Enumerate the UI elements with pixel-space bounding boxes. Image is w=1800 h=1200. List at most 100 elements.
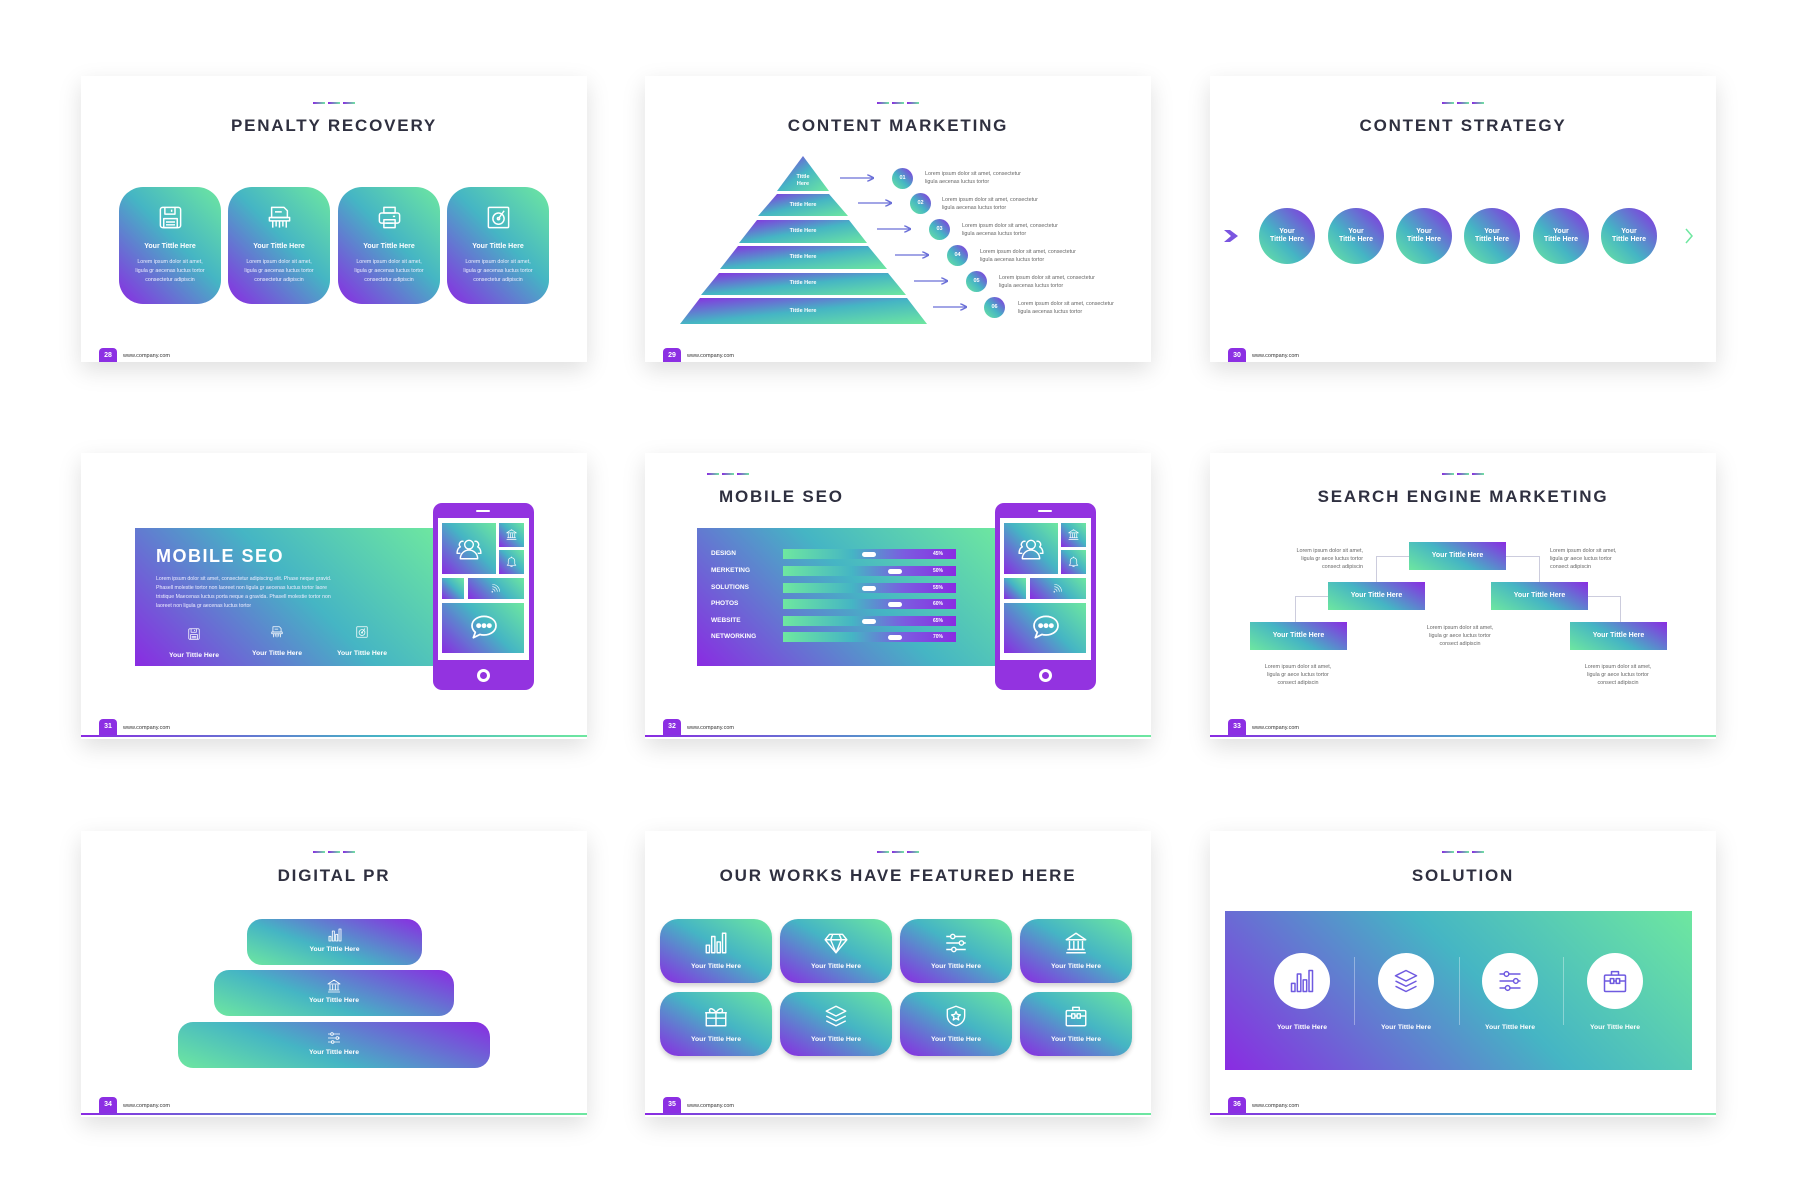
slide-34-digital-pr[interactable]: DIGITAL PR Your Tittle Here Your Tittle … <box>81 831 587 1117</box>
note-text: Lorem ipsum dolor sit amet, ligula gr ae… <box>1296 548 1363 570</box>
printer-icon <box>376 204 403 231</box>
step-number: 04 <box>947 245 968 266</box>
note-text: Lorem ipsum dolor sit amet, ligula gr ae… <box>1584 664 1652 686</box>
pr-level-title: Your Tittle Here <box>309 997 359 1004</box>
title-decoration <box>1442 851 1484 853</box>
page-number: 28 <box>99 348 117 362</box>
title-decoration <box>313 102 355 104</box>
footer-url: www.company.com <box>687 353 734 359</box>
step-number: 03 <box>929 219 950 240</box>
title-decoration <box>1442 473 1484 475</box>
skill-knob <box>862 619 876 624</box>
skill-value: 65% <box>932 618 943 624</box>
briefcase-icon <box>1063 1003 1089 1029</box>
hero-panel: MOBILE SEO Lorem ipsum dolor sit amet, c… <box>135 528 435 666</box>
shield-star-icon <box>943 1003 969 1029</box>
skill-label: NETWORKING <box>711 633 757 640</box>
slide-36-solution[interactable]: SOLUTION Your Tittle Here Your Tittle He… <box>1210 831 1716 1117</box>
page-number: 29 <box>663 348 681 362</box>
step-number: 05 <box>966 271 987 292</box>
gift-icon <box>703 1003 729 1029</box>
title-decoration <box>877 851 919 853</box>
step-text: Lorem ipsum dolor sit amet, consectetur … <box>962 223 1058 237</box>
step-number: 06 <box>984 297 1005 318</box>
diamond-icon <box>823 930 849 956</box>
card-title: Your Tittle Here <box>472 243 524 250</box>
phone-mockup <box>433 503 534 690</box>
step-text: Lorem ipsum dolor sit amet, consectetur … <box>980 249 1076 263</box>
pr-level-title: Your Tittle Here <box>309 1049 359 1056</box>
timeline-step: Your Tittle Here <box>1259 208 1315 264</box>
footer-line <box>81 1113 587 1115</box>
connector-line <box>1588 596 1621 597</box>
step-number: 01 <box>892 168 913 189</box>
phone-speaker <box>1038 510 1052 512</box>
work-card: Your Tittle Here <box>900 992 1012 1056</box>
footer-url: www.company.com <box>687 1103 734 1109</box>
arrow-head-icon <box>1685 228 1693 244</box>
skill-row: PHOTOS 60% <box>711 599 981 609</box>
divider <box>1563 957 1564 1025</box>
pyramid-tier <box>701 273 906 295</box>
title-decoration <box>313 851 355 853</box>
panel-heading: MOBILE SEO <box>156 546 285 566</box>
skill-label: PHOTOS <box>711 600 739 607</box>
divider <box>1354 957 1355 1025</box>
slide-title: CONTENT STRATEGY <box>1359 116 1567 135</box>
tier-label: Tittle Here <box>789 280 817 286</box>
solution-title: Your Tittle Here <box>1590 1024 1640 1031</box>
timeline-step: Your Tittle Here <box>1396 208 1452 264</box>
floppy-disk-icon <box>157 204 184 231</box>
layers-icon <box>823 1003 849 1029</box>
skill-label: WEBSITE <box>711 617 741 624</box>
skill-knob <box>888 635 902 640</box>
vinyl-record-icon <box>485 204 512 231</box>
footer-line <box>645 735 1151 737</box>
footer-line <box>645 1113 1151 1115</box>
skill-value: 45% <box>932 551 943 557</box>
title-decoration <box>877 102 919 104</box>
sliders-icon <box>943 930 969 956</box>
slide-31-mobile-seo[interactable]: MOBILE SEO Lorem ipsum dolor sit amet, c… <box>81 453 587 739</box>
skill-bar: 45% <box>783 549 956 559</box>
work-title: Your Tittle Here <box>1051 963 1101 970</box>
note-text: Lorem ipsum dolor sit amet, ligula gr ae… <box>1426 625 1494 647</box>
chevron-right-icon <box>1224 230 1238 242</box>
page-number: 35 <box>663 1097 681 1113</box>
card-text: Lorem ipsum dolor sit amet, ligula gr ae… <box>354 259 424 283</box>
skill-label: DESIGN <box>711 550 736 557</box>
skill-value: 60% <box>932 601 943 607</box>
slide-29-content-marketing[interactable]: CONTENT MARKETING Tittle Here Tittle Her… <box>645 76 1151 362</box>
footer-url: www.company.com <box>123 353 170 359</box>
footer-url: www.company.com <box>687 725 734 731</box>
shredder-icon <box>266 204 293 231</box>
footer-url: www.company.com <box>1252 353 1299 359</box>
sliders-icon <box>326 1030 342 1046</box>
note-text: Lorem ipsum dolor sit amet, ligula gr ae… <box>1550 548 1617 570</box>
org-box: Your Tittle Here <box>1328 582 1425 610</box>
slide-33-search-engine-marketing[interactable]: SEARCH ENGINE MARKETING Your Tittle Here… <box>1210 453 1716 739</box>
slide-30-content-strategy[interactable]: CONTENT STRATEGY Your Tittle Here Your T… <box>1210 76 1716 362</box>
work-title: Your Tittle Here <box>931 1036 981 1043</box>
pr-level-title: Your Tittle Here <box>309 946 360 953</box>
feature-title: Your Tittle Here <box>337 650 387 657</box>
slide-title: MOBILE SEO <box>719 487 844 506</box>
slide-35-our-works[interactable]: OUR WORKS HAVE FEATURED HERE Your Tittle… <box>645 831 1151 1117</box>
footer-url: www.company.com <box>123 1103 170 1109</box>
slide-title: PENALTY RECOVERY <box>230 116 438 135</box>
title-decoration <box>707 473 749 475</box>
bell-icon <box>505 555 518 568</box>
card-title: Your Tittle Here <box>144 243 196 250</box>
tier-label: Tittle Here <box>789 308 817 314</box>
skill-row: DESIGN 45% <box>711 549 981 559</box>
slide-title: SOLUTION <box>1411 866 1515 885</box>
step-number: 02 <box>910 193 931 214</box>
pr-level: Your Tittle Here <box>178 1022 490 1068</box>
pyramid-graphic <box>680 156 1151 324</box>
